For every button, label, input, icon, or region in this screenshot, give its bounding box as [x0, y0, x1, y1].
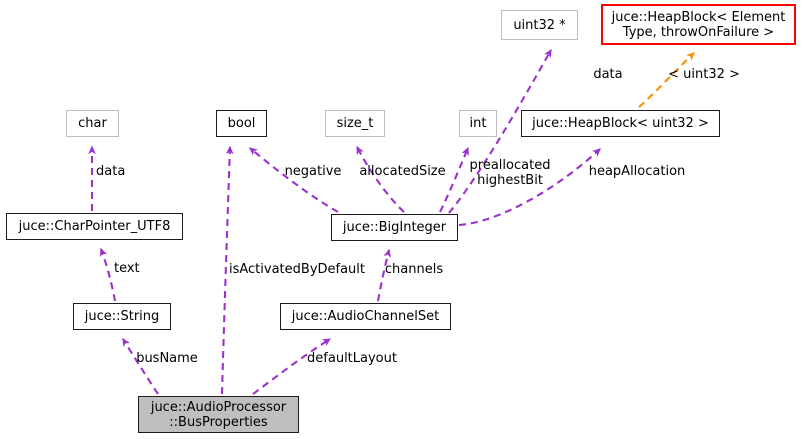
edge-label-uint32-template: < uint32 > — [668, 67, 740, 82]
edge-label-isactivatedbydefault: isActivatedByDefault — [228, 262, 366, 277]
node-bool[interactable]: bool — [216, 110, 267, 137]
edge-biginteger-to-sizet — [356, 145, 405, 213]
node-heapblock-template[interactable]: juce::HeapBlock< Element Type, throwOnFa… — [601, 4, 796, 45]
edge-biginteger-to-int — [439, 146, 469, 213]
edge-label-preallocated-highestbit: preallocated highestBit — [469, 158, 551, 188]
edge-biginteger-to-bool — [249, 147, 339, 213]
node-uint32-pointer[interactable]: uint32 * — [501, 10, 578, 40]
node-string[interactable]: juce::String — [73, 303, 171, 330]
node-heapblock-uint32[interactable]: juce::HeapBlock< uint32 > — [521, 110, 720, 137]
node-biginteger[interactable]: juce::BigInteger — [331, 214, 458, 241]
node-size-t[interactable]: size_t — [325, 110, 385, 137]
edge-heapblocku32-to-template — [638, 52, 695, 108]
edge-label-heapallocation: heapAllocation — [588, 164, 686, 179]
edge-audiochannelset-to-biginteger — [376, 248, 392, 302]
edge-busproperties-to-string — [122, 337, 159, 395]
node-char[interactable]: char — [66, 110, 119, 137]
edge-busproperties-to-bool — [220, 145, 234, 395]
node-busproperties-root[interactable]: juce::AudioProcessor ::BusProperties — [138, 396, 299, 433]
edge-label-negative: negative — [284, 164, 342, 179]
node-audiochannelset[interactable]: juce::AudioChannelSet — [280, 303, 451, 330]
edge-label-busname: busName — [136, 351, 198, 366]
edge-label-data-left: data — [96, 164, 126, 179]
node-int[interactable]: int — [459, 110, 497, 137]
edge-label-defaultlayout: defaultLayout — [307, 351, 397, 366]
edge-label-allocatedsize: allocatedSize — [359, 164, 446, 179]
edge-busproperties-to-audiochannelset — [252, 338, 332, 395]
edge-label-text: text — [114, 261, 140, 276]
edge-string-to-charptr — [99, 247, 117, 302]
edge-label-data-right: data — [593, 67, 623, 82]
edge-label-channels: channels — [384, 262, 444, 277]
edge-biginteger-to-uint32ptr — [448, 48, 552, 214]
edge-biginteger-to-heapblocku32 — [458, 148, 601, 227]
node-charpointer-utf8[interactable]: juce::CharPointer_UTF8 — [6, 213, 183, 240]
